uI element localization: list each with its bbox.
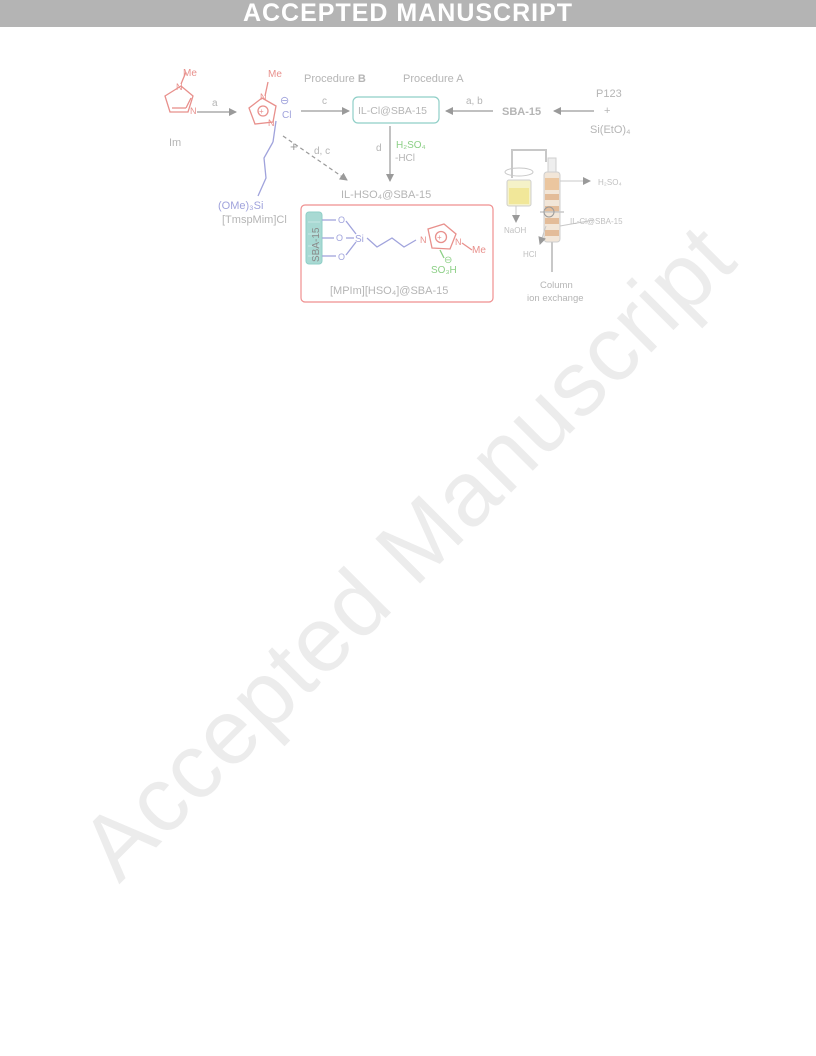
methylimidazole-structure <box>164 71 194 113</box>
product-linker-structure <box>322 219 473 259</box>
procedure-a-label: Procedure A <box>403 73 464 85</box>
oxygen-mid-label: O <box>336 233 343 243</box>
apparatus-hcl-label: HCl <box>523 250 537 259</box>
ilcl-sba15-label: IL-Cl@SBA-15 <box>358 105 427 117</box>
step-ab-label: a, b <box>466 96 483 107</box>
p123-label: P123 <box>596 88 622 100</box>
teos-label: Si(EtO)₄ <box>590 124 631 136</box>
chloride-minus-charge: ⊖ <box>280 95 289 107</box>
tmspmim-methyl-label: Me <box>268 69 282 80</box>
im-label: Im <box>169 137 181 149</box>
ion-exchange-apparatus-illustration <box>504 149 595 272</box>
product-n1-label: N <box>420 235 427 245</box>
ion-exchange-label: ion exchange <box>527 293 584 304</box>
oxygen-top-label: O <box>338 215 345 225</box>
product-label: [MPIm][HSO₄]@SBA-15 <box>330 285 448 297</box>
plus-reagent-sign: + <box>290 139 298 154</box>
step-dc-label: d, c <box>314 146 330 157</box>
reaction-scheme: Me N N Im a Me N N + ⊖ Cl (OMe)₃Si [Tmsp… <box>164 68 631 304</box>
sba15-support-tag: SBA-15 <box>311 227 322 262</box>
tmspmim-n1-label: N <box>260 92 267 102</box>
procedure-b-label: Procedure B <box>304 73 366 85</box>
step-c-label: c <box>322 96 327 107</box>
oxygen-bottom-label: O <box>338 252 345 262</box>
im-n3-label: N <box>190 106 197 116</box>
apparatus-h2so4-label: H₂SO₄ <box>598 178 622 187</box>
product-methyl-label: Me <box>472 245 486 256</box>
tmspmim-n3-label: N <box>268 118 275 128</box>
h2so4-reagent-label: H₂SO₄ <box>396 140 426 151</box>
product-box <box>300 204 494 303</box>
im-methyl-label: Me <box>183 68 197 79</box>
naoh-label: NaOH <box>504 226 526 235</box>
tmspmim-structure <box>248 81 277 197</box>
ilcl-sba15-box <box>352 96 440 124</box>
product-plus-charge: + <box>437 233 442 242</box>
trimethoxysilyl-label: (OMe)₃Si <box>218 200 263 212</box>
chloride-label: Cl <box>282 110 291 121</box>
sba15-support-block <box>305 211 323 265</box>
sba15-label: SBA-15 <box>502 106 541 118</box>
hydrogensulfate-minus-charge: ⊖ <box>444 255 452 266</box>
apparatus-ilcl-label: IL-Cl@SBA-15 <box>570 217 623 226</box>
tmspmim-plus-charge: + <box>259 107 264 116</box>
column-label: Column <box>540 280 573 291</box>
step-d-label: d <box>376 143 382 154</box>
ilhso4-sba15-title: IL-HSO₄@SBA-15 <box>341 189 431 201</box>
minus-hcl-label: -HCl <box>395 153 415 164</box>
accepted-manuscript-banner: ACCEPTED MANUSCRIPT <box>0 0 816 27</box>
tmspmim-label: [TmspMim]Cl <box>222 214 287 226</box>
so3h-label: SO₃H <box>431 265 457 276</box>
product-n3-label: N <box>455 237 462 247</box>
step-a-label: a <box>212 98 218 109</box>
plus-sign: + <box>604 105 610 117</box>
arrow-step-dc-dashed <box>282 135 348 181</box>
silicon-label: Si <box>355 234 364 245</box>
im-n1-label: N <box>176 82 183 92</box>
